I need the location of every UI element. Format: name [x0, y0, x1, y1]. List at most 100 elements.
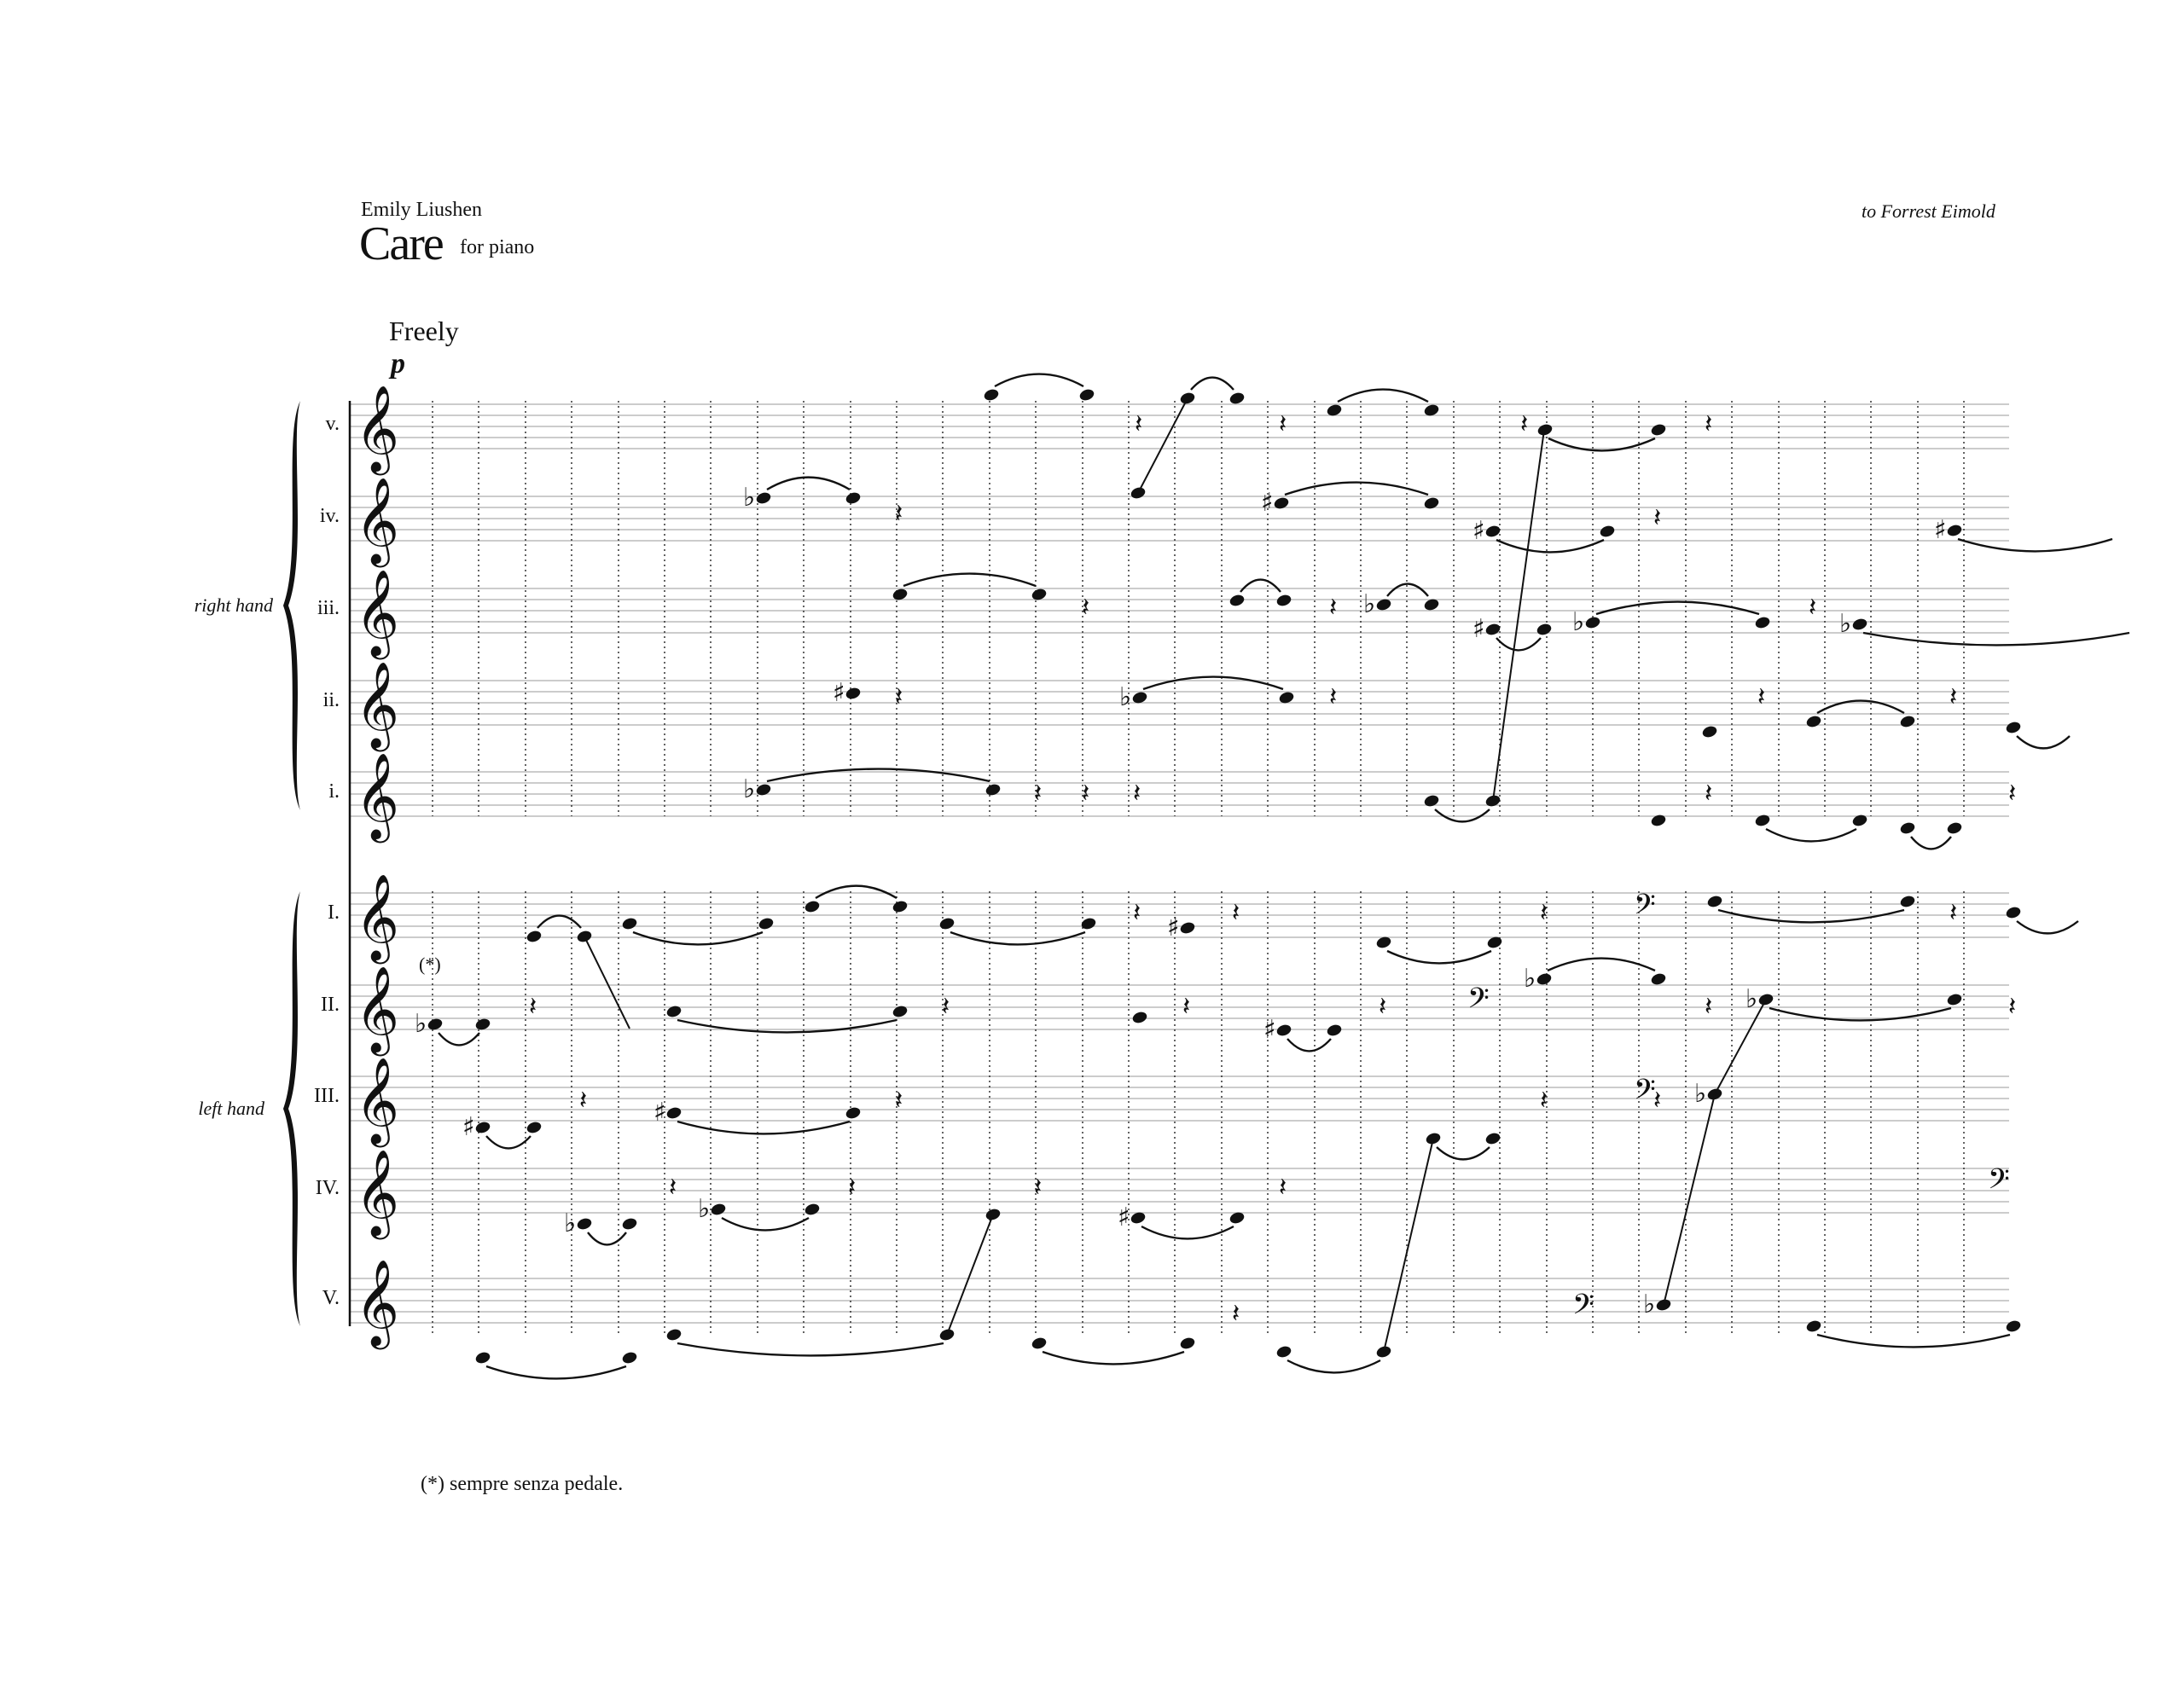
rest-icon: 𝄽 [2008, 992, 2016, 1022]
rest-icon: 𝄽 [1809, 593, 1816, 623]
staff-label: ii. [322, 689, 340, 711]
glissando-line [1137, 397, 1188, 494]
footnote: (*) sempre senza pedale. [421, 1473, 624, 1495]
staff-label: III. [314, 1085, 340, 1107]
notehead [577, 1218, 592, 1230]
notehead [1376, 599, 1391, 611]
notehead [1536, 973, 1552, 985]
rest-icon: 𝄽 [1540, 1086, 1548, 1116]
notehead [1276, 594, 1292, 606]
tie [485, 1365, 627, 1380]
rest-icon: 𝄽 [1133, 898, 1141, 928]
tie [1287, 1038, 1332, 1052]
staff-label: v. [325, 413, 340, 435]
notehead [1537, 424, 1553, 436]
treble-clef-icon: 𝄞 [355, 751, 399, 844]
tie [677, 1342, 944, 1357]
notehead [666, 1329, 682, 1341]
notehead [2006, 1320, 2021, 1332]
notehead [1274, 497, 1289, 509]
notehead [845, 687, 861, 699]
treble-clef-icon: 𝄞 [355, 965, 399, 1057]
notehead [622, 918, 637, 930]
notehead [1130, 1212, 1146, 1224]
bass-clef-icon: 𝄢 [1988, 1163, 2010, 1203]
notehead [1081, 918, 1096, 930]
notehead [1707, 896, 1722, 907]
flat-icon: ♭ [1119, 682, 1131, 712]
sharp-icon: ♯ [1934, 515, 1947, 545]
rest-icon: 𝄽 [1279, 409, 1287, 439]
tie [1436, 1146, 1490, 1161]
notehead [526, 1122, 542, 1133]
rest-icon: 𝄽 [1135, 409, 1142, 439]
sharp-icon: ♯ [1472, 516, 1485, 546]
piece-title: Care [359, 217, 444, 270]
treble-clef-icon: 𝄞 [355, 1056, 399, 1148]
rest-icon: 𝄽 [1329, 593, 1337, 623]
notehead [804, 901, 820, 913]
treble-clef-icon: 𝄞 [355, 1148, 399, 1240]
notehead [1806, 716, 1821, 728]
notehead [1900, 896, 1915, 907]
notehead [666, 1006, 682, 1017]
sharp-icon: ♯ [1263, 1015, 1276, 1045]
notehead [1485, 623, 1501, 635]
glissando-line [1492, 429, 1545, 802]
sharp-icon: ♯ [653, 1098, 666, 1128]
sharp-icon: ♯ [1118, 1203, 1130, 1232]
staff-label: I. [328, 901, 340, 924]
sharp-icon: ♯ [833, 678, 845, 708]
rest-icon: 𝄽 [1653, 503, 1661, 533]
rest-icon: 𝄽 [1082, 593, 1089, 623]
notehead [1947, 525, 1962, 536]
group-label-left-hand: left hand [198, 1098, 264, 1119]
rest-icon: 𝄽 [1034, 779, 1042, 809]
notehead [804, 1203, 820, 1215]
notehead [622, 1218, 637, 1230]
rest-icon: 𝄽 [1182, 992, 1190, 1022]
notehead [1852, 815, 1867, 826]
notehead [1229, 1212, 1245, 1224]
flat-icon: ♭ [698, 1194, 710, 1224]
rest-icon: 𝄽 [942, 992, 950, 1022]
staff-label: V. [322, 1287, 340, 1309]
notehead [758, 918, 774, 930]
notehead [1279, 692, 1294, 704]
brace-left-hand [283, 891, 300, 1326]
rest-icon: 𝄽 [1949, 682, 1957, 712]
notehead [1132, 692, 1147, 704]
staff-label: iii. [317, 597, 340, 619]
notehead [1806, 1320, 1821, 1332]
flat-icon: ♭ [415, 1009, 427, 1039]
rest-icon: 𝄽 [1705, 779, 1712, 809]
tie [1816, 1333, 2011, 1348]
tie [721, 1216, 810, 1232]
notehead [1376, 936, 1391, 948]
flat-icon: ♭ [564, 1209, 576, 1238]
glissando-line [584, 936, 630, 1029]
rest-icon: 𝄽 [1757, 682, 1765, 712]
treble-clef-icon: 𝄞 [355, 384, 399, 476]
flat-icon: ♭ [1572, 607, 1584, 637]
notehead [845, 1107, 861, 1119]
rest-icon: 𝄽 [1653, 1086, 1661, 1116]
notehead [845, 492, 861, 504]
tempo-marking: Freely [389, 316, 459, 346]
rest-icon: 𝄽 [1379, 992, 1386, 1022]
tie [485, 1135, 531, 1150]
footnote-marker: (*) [419, 954, 441, 975]
notehead [985, 784, 1001, 796]
notehead [939, 918, 955, 930]
notehead [1229, 392, 1245, 404]
rest-icon: 𝄽 [1133, 779, 1141, 809]
rest-icon: 𝄽 [529, 992, 537, 1022]
tie [994, 373, 1084, 388]
tie [766, 768, 990, 783]
notehead [1536, 623, 1552, 635]
flat-icon: ♭ [1839, 609, 1851, 639]
notehead [1651, 973, 1666, 985]
notehead [526, 930, 542, 942]
rest-icon: 𝄽 [1082, 779, 1089, 809]
notehead [622, 1352, 637, 1364]
